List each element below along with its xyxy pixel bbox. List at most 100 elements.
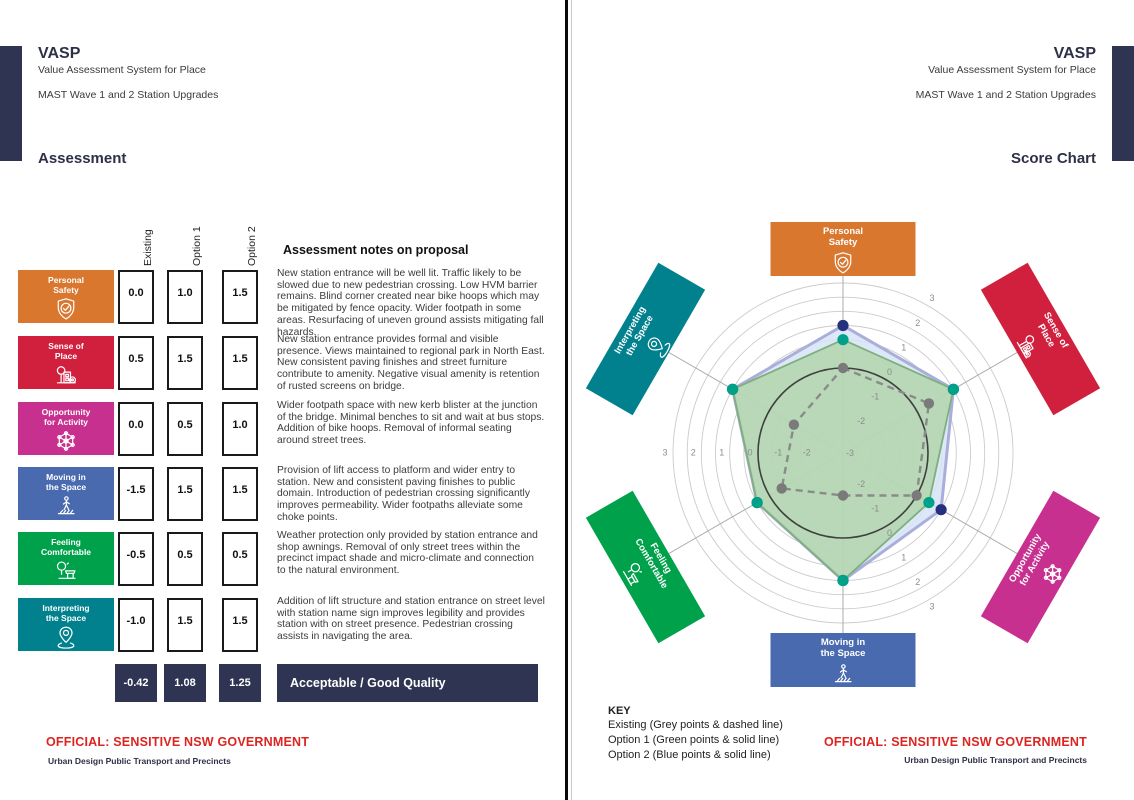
svg-text:Safety: Safety — [829, 237, 858, 248]
score-cell: 0.0 — [118, 270, 154, 324]
column-header: Existing — [142, 229, 154, 266]
left-page-accent-bar — [0, 46, 22, 161]
note-paragraph: New station entrance will be well lit. T… — [277, 268, 544, 338]
data-point-existing — [923, 398, 935, 409]
score-cell: 1.5 — [222, 467, 258, 521]
total-score: 1.08 — [164, 664, 206, 702]
place-buildings-icon — [56, 366, 77, 384]
radar-tick-label: -2 — [857, 416, 865, 426]
data-point-option-2 — [837, 319, 849, 332]
score-cell: 1.5 — [167, 467, 203, 521]
radar-tick-label: 3 — [662, 447, 667, 457]
note-paragraph: Wider footpath space with new kerb blist… — [277, 400, 545, 447]
radar-tick-label: -1 — [871, 503, 879, 513]
key-item: Option 2 (Blue points & solid line) — [608, 748, 771, 761]
section-title-score-chart: Score Chart — [1010, 150, 1096, 167]
activity-network-icon — [57, 431, 75, 452]
radar-tick-label: 0 — [747, 447, 752, 457]
radar-tick-label: 0 — [887, 528, 892, 538]
column-header: Option 1 — [191, 226, 203, 266]
tree-bench-icon — [56, 561, 76, 580]
radar-tick-label: 2 — [915, 577, 920, 587]
score-cell: 1.5 — [222, 336, 258, 390]
score-cell: -1.0 — [118, 598, 154, 652]
pedestrian-crossing-icon — [834, 664, 852, 683]
radar-tick-label: 2 — [915, 318, 920, 328]
data-point-option-1 — [751, 497, 763, 509]
column-header: Option 2 — [246, 226, 258, 266]
data-point-existing — [788, 419, 800, 430]
radar-tick-label: -1 — [774, 447, 782, 457]
org-line-left: Urban Design Public Transport and Precin… — [48, 756, 231, 766]
chart-key: Existing (Grey points & dashed line) Opti… — [608, 718, 783, 763]
org-line-right: Urban Design Public Transport and Precin… — [904, 755, 1087, 765]
tree-bench-icon — [622, 563, 643, 587]
radar-tick-label: 1 — [901, 552, 906, 562]
verdict-banner: Acceptable / Good Quality — [277, 664, 538, 702]
classification-left: OFFICIAL: SENSITIVE NSW GOVERNMENT — [46, 735, 310, 749]
score-cell: 1.5 — [222, 270, 258, 324]
radar-tick-label: 1 — [719, 447, 724, 457]
classification-right: OFFICIAL: SENSITIVE NSW GOVERNMENT — [823, 735, 1087, 749]
page-title-right: VASP — [1053, 45, 1096, 62]
data-point-existing — [911, 490, 922, 501]
radar-tick-label: 3 — [929, 602, 934, 612]
page-subtitle: Value Assessment System for Place — [38, 64, 206, 76]
location-pin-icon — [57, 627, 75, 650]
radar-tick-label: 2 — [691, 447, 696, 457]
note-paragraph: Addition of lift structure and station e… — [277, 596, 545, 643]
svg-text:Moving in: Moving in — [821, 637, 866, 648]
data-point-option-1 — [837, 334, 849, 346]
shield-check-icon — [834, 252, 852, 274]
score-cell: 1.0 — [222, 402, 258, 456]
score-cell: 1.0 — [167, 270, 203, 324]
data-point-existing — [837, 490, 849, 501]
page-subtitle-right: Value Assessment System for Place — [928, 64, 1096, 76]
key-title: KEY — [608, 705, 631, 717]
data-point-option-1 — [947, 383, 959, 395]
data-point-option-1 — [923, 497, 935, 509]
pedestrian-crossing-icon — [57, 496, 75, 515]
location-pin-icon — [647, 337, 671, 358]
score-cell: 0.5 — [167, 532, 203, 586]
radar-tick-label: 3 — [929, 293, 934, 303]
score-cell: 1.5 — [167, 336, 203, 390]
score-cell: 0.5 — [118, 336, 154, 390]
note-paragraph: Provision of lift access to platform and… — [277, 465, 530, 523]
score-cell: -1.5 — [118, 467, 154, 521]
data-point-existing — [837, 362, 849, 374]
page-divider-shadow — [571, 0, 572, 800]
svg-text:Personal: Personal — [823, 226, 863, 237]
score-cell: -0.5 — [118, 532, 154, 586]
score-cell: 0.5 — [167, 402, 203, 456]
score-cell: 0.5 — [222, 532, 258, 586]
project-name-right: MAST Wave 1 and 2 Station Upgrades — [915, 89, 1096, 101]
key-item: Existing (Grey points & dashed line) — [608, 719, 783, 731]
svg-text:the Space: the Space — [821, 648, 866, 659]
radar-tick-label: 0 — [887, 367, 892, 377]
radar-tick-label: -1 — [871, 391, 879, 401]
total-score: 1.25 — [219, 664, 261, 702]
data-point-option-2 — [935, 504, 947, 516]
right-page-accent-bar — [1112, 46, 1134, 161]
notes-title: Assessment notes on proposal — [283, 243, 469, 257]
note-paragraph: New station entrance provides formal and… — [277, 334, 545, 392]
